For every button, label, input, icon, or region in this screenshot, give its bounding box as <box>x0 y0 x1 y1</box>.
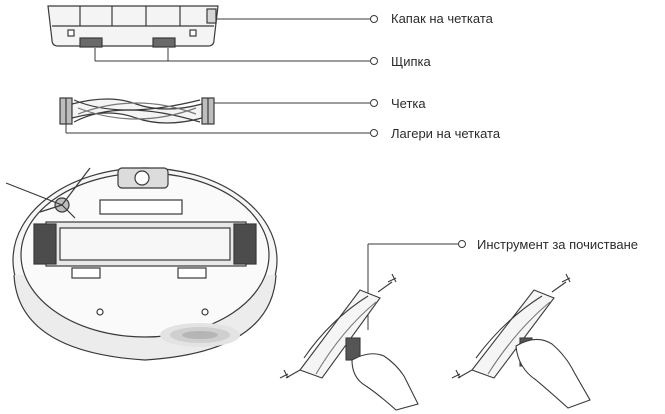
leader-brush-bearings <box>66 124 378 137</box>
label-brush-bearings: Лагери на четката <box>391 126 500 142</box>
leader-brush <box>214 100 378 107</box>
cleaning-scene-left <box>280 274 418 410</box>
leader-brush-cover <box>216 16 378 23</box>
label-brush-cover: Капак на четката <box>391 11 493 27</box>
label-brush: Четка <box>391 96 426 112</box>
leader-clip <box>95 48 378 65</box>
main-brush-illustration <box>60 98 214 124</box>
robot-vacuum-illustration <box>6 168 277 360</box>
label-clip: Щипка <box>391 54 431 70</box>
label-cleaning-tool: Инструмент за почистване <box>477 237 638 253</box>
leader-cleaning-tool <box>368 241 466 331</box>
brush-cover-illustration <box>48 6 218 47</box>
cleaning-scene-right <box>452 274 590 408</box>
